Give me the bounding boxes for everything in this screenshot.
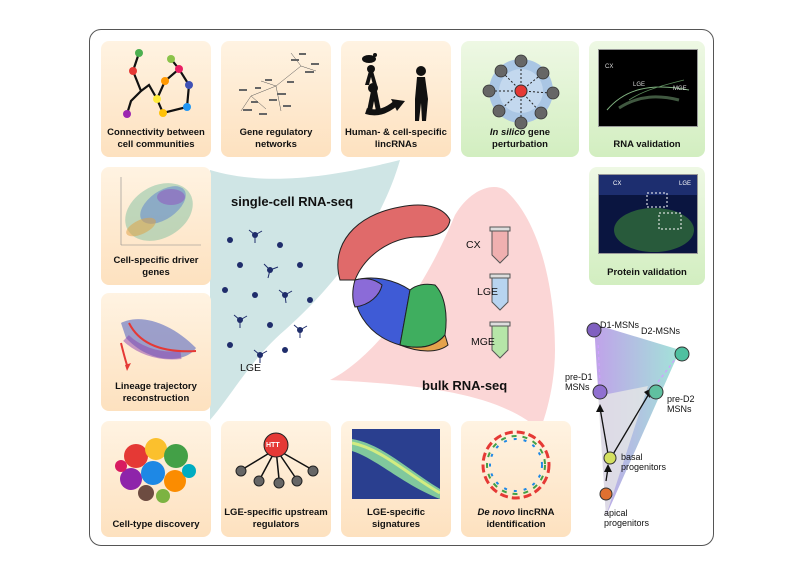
- tube-lge-label: LGE: [477, 286, 499, 298]
- panel-label: RNA validation: [613, 139, 681, 150]
- panel-label: LGE-specific signatures: [366, 507, 426, 530]
- scatter-plot-icon: [120, 177, 201, 246]
- lineage-diagram: [586, 322, 690, 516]
- panel-connectivity: Connectivity between cell communities: [101, 41, 211, 157]
- rna-image: CX LGE MGE: [598, 49, 698, 127]
- panel-label: Cell-type discovery: [112, 519, 200, 530]
- panel-rna-validation: CX LGE MGE RNA validation: [589, 41, 705, 157]
- panel-label: Connectivity between cell communities: [107, 127, 205, 150]
- basal-line2: progenitors: [621, 462, 667, 472]
- panel-label: In silico gene perturbation: [463, 127, 577, 151]
- panel-label: LGE-specific upstream regulators: [224, 507, 328, 530]
- perturbation-network-icon: [482, 54, 560, 130]
- circular-genome-icon: [481, 430, 551, 500]
- htt-label: HTT: [266, 442, 280, 449]
- heatmap-image: [352, 429, 440, 499]
- panel-label-italic: In silico: [489, 127, 526, 138]
- regulator-tree-icon: [235, 432, 319, 489]
- panel-label-rest: lincRNA identification: [486, 507, 555, 530]
- panel-label: Protein validation: [607, 267, 687, 278]
- d1-msns-label: D1-MSNs: [600, 320, 640, 330]
- panel-lincrnas: Human- & cell-specific lincRNAs: [341, 41, 451, 157]
- heatmap-diagonal: [352, 439, 440, 499]
- network-graph-icon: [123, 49, 193, 118]
- basal-line1: basal: [621, 452, 643, 462]
- tube-mge-label: MGE: [471, 336, 495, 348]
- apical-line1: apical: [604, 508, 628, 518]
- pre-d2-line2: MSNs: [667, 404, 692, 414]
- panel-gene-regulatory: Gene regulatory networks: [221, 41, 331, 157]
- neuron-cluster-icon: [222, 229, 313, 363]
- panel-label: Cell-specific driver genes: [113, 255, 199, 278]
- single-cell-title: single-cell RNA-seq: [231, 194, 354, 209]
- panel-driver-genes: Cell-specific driver genes: [101, 167, 211, 285]
- panel-upstream: HTT LGE-specific upstream regulators: [221, 421, 331, 537]
- rna-mge-label: MGE: [673, 86, 687, 92]
- panel-label-rest: gene perturbation: [492, 127, 551, 150]
- panel-label-italic: De novo: [477, 507, 515, 518]
- panel-label: De novo lincRNA identification: [463, 507, 569, 531]
- gene-network-icon: [239, 52, 319, 115]
- panel-lineage: Lineage trajectory reconstruction: [101, 293, 211, 411]
- pre-d1-line2: MSNs: [565, 382, 590, 392]
- panel-cell-type: Cell-type discovery: [101, 421, 211, 537]
- panel-label: Human- & cell-specific lincRNAs: [343, 127, 449, 151]
- pre-d1-line1: pre-D1: [565, 372, 593, 382]
- panel-signatures: LGE-specific signatures: [341, 421, 451, 537]
- trajectory-icon: [120, 319, 197, 371]
- apical-line2: progenitors: [604, 518, 650, 528]
- tube-cx-label: CX: [466, 239, 481, 251]
- panel-label: Lineage trajectory reconstruction: [115, 381, 197, 404]
- rna-tissue-outline: [606, 79, 690, 111]
- bulk-title: bulk RNA-seq: [422, 378, 508, 393]
- protein-cx-label: CX: [613, 181, 622, 187]
- mouse-to-human-icon: [362, 53, 428, 121]
- sample-tubes-icon: [489, 226, 511, 359]
- panel-protein-validation: CX LGE Protein validation: [589, 167, 705, 285]
- lge-left-label: LGE: [240, 362, 262, 374]
- d2-msns-label: D2-MSNs: [641, 326, 681, 336]
- pre-d2-line1: pre-D2: [667, 394, 695, 404]
- cluster-plot-icon: [115, 438, 196, 503]
- protein-lge-label: LGE: [679, 181, 692, 187]
- panel-label: Gene regulatory networks: [239, 127, 313, 150]
- brain-section-icon: [337, 204, 451, 352]
- protein-stain: [599, 175, 697, 252]
- panel-in-silico: In silico gene perturbation: [461, 41, 579, 157]
- rna-cx-label: CX: [605, 64, 614, 70]
- protein-image: CX LGE: [598, 174, 698, 254]
- rna-lge-label: LGE: [633, 82, 646, 88]
- panel-de-novo: De novo lincRNA identification: [461, 421, 571, 537]
- panel-label-line: Human- & cell-specific lincRNAs: [345, 127, 447, 150]
